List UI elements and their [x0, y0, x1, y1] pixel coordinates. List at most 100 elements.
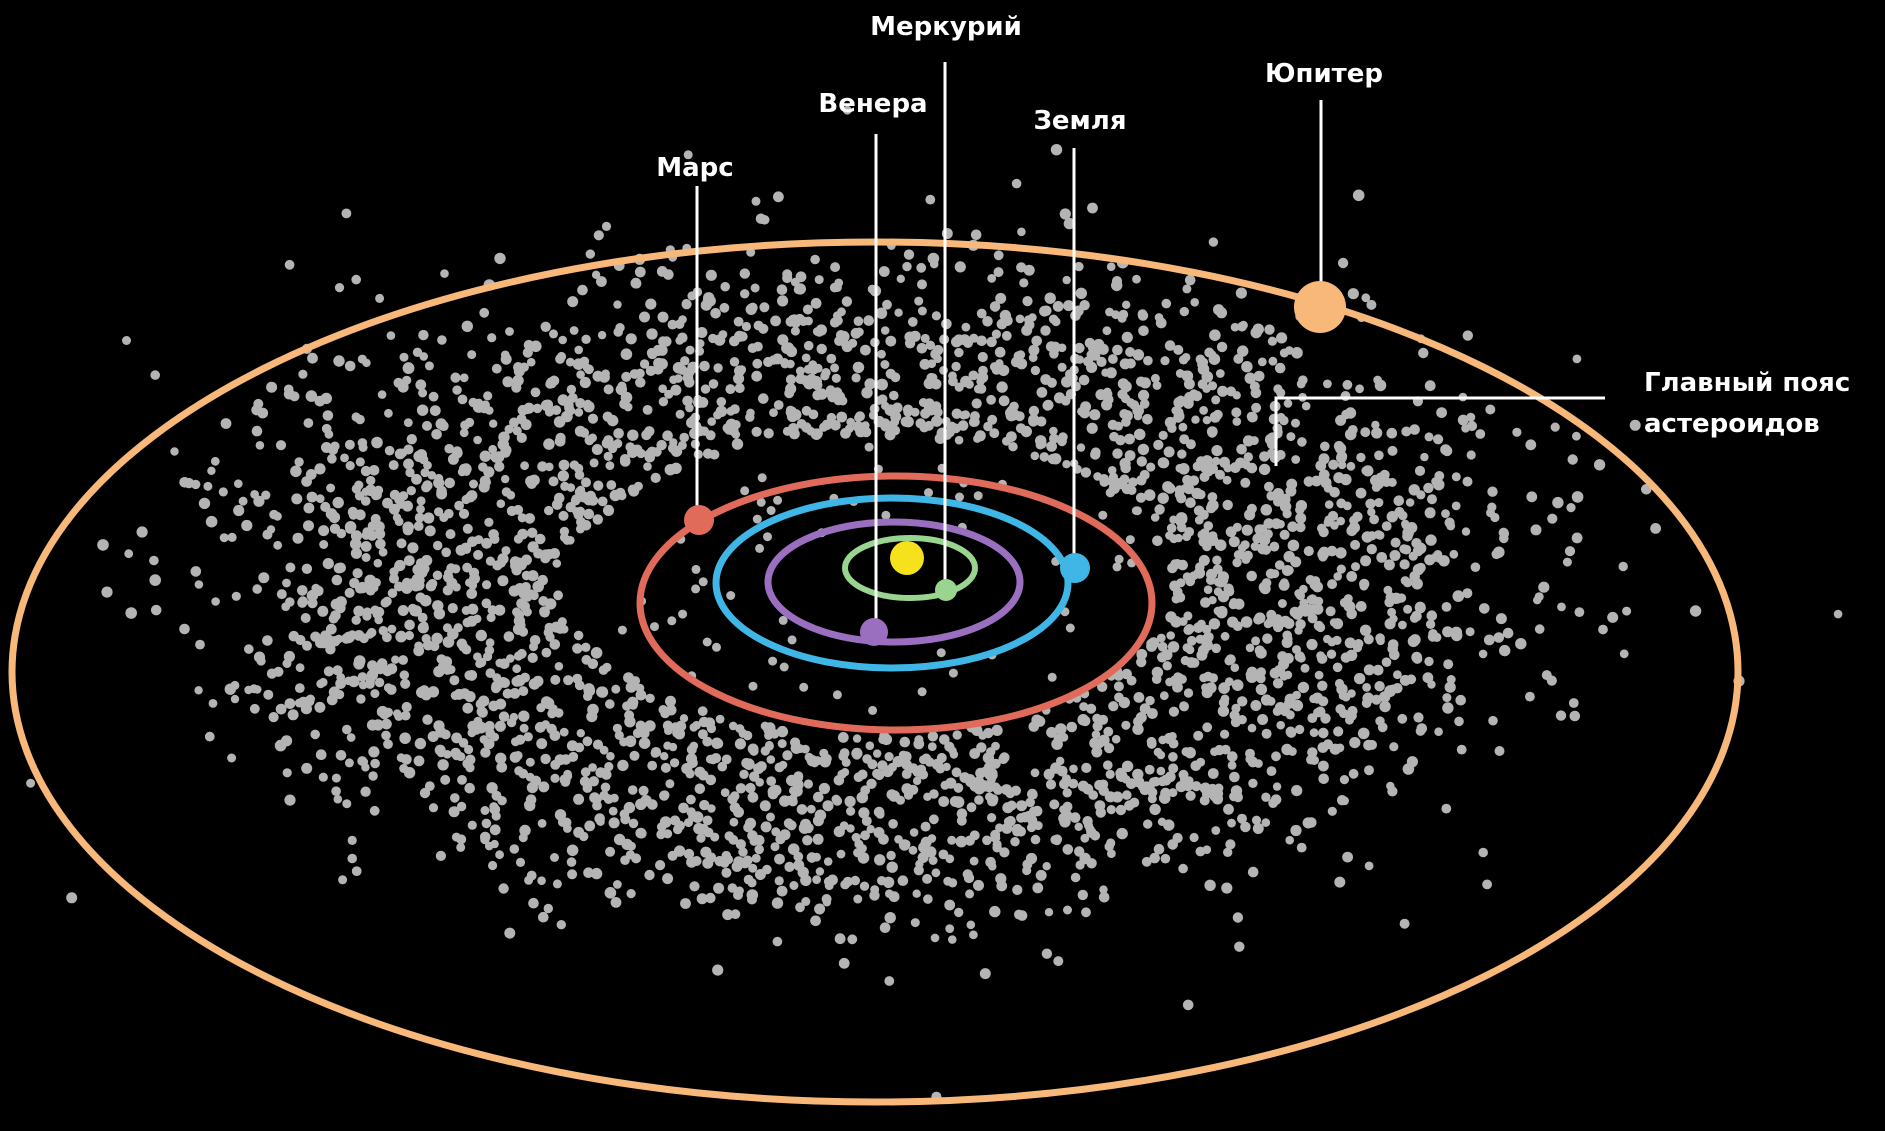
asteroid-dot — [1211, 445, 1223, 457]
asteroid-dot — [224, 683, 236, 695]
asteroid-dot — [266, 381, 278, 393]
asteroid-dot — [251, 425, 263, 437]
asteroid-dot — [720, 282, 730, 292]
asteroid-dot — [751, 853, 761, 863]
asteroid-dot — [1283, 634, 1293, 644]
asteroid-dot — [1339, 775, 1349, 785]
asteroid-dot — [563, 675, 574, 686]
asteroid-dot — [1455, 694, 1466, 706]
asteroid-dot — [1572, 354, 1582, 364]
asteroid-dot — [208, 699, 218, 708]
asteroid-dot — [1166, 631, 1175, 640]
asteroid-dot — [1126, 398, 1135, 407]
asteroid-dot — [414, 737, 427, 750]
asteroid-dot — [951, 767, 962, 778]
asteroid-dot — [725, 384, 736, 395]
asteroid-dot — [335, 596, 347, 608]
asteroid-dot — [1182, 572, 1192, 582]
asteroid-dot — [796, 804, 808, 815]
asteroid-dot — [1311, 475, 1322, 487]
asteroid-dot — [333, 794, 343, 804]
asteroid-dot — [913, 738, 925, 750]
asteroid-dot — [824, 857, 833, 866]
asteroid-dot — [1449, 549, 1459, 559]
asteroid-dot — [513, 504, 524, 515]
asteroid-dot — [854, 327, 864, 337]
asteroid-dot — [758, 393, 769, 404]
asteroid-dot — [534, 533, 546, 545]
asteroid-dot — [574, 408, 584, 417]
asteroid-dot — [579, 356, 590, 367]
asteroid-dot — [1055, 723, 1067, 735]
asteroid-dot — [1097, 681, 1108, 692]
asteroid-dot — [1157, 457, 1169, 469]
asteroid-dot — [1274, 362, 1286, 374]
asteroid-dot — [1280, 706, 1291, 717]
asteroid-dot — [1247, 866, 1259, 878]
asteroid-dot — [1096, 356, 1107, 367]
asteroid-dot — [1063, 905, 1072, 915]
asteroid-dot — [1502, 627, 1514, 639]
asteroid-dot — [1119, 409, 1130, 419]
asteroid-dot — [664, 464, 676, 476]
asteroid-dot — [588, 776, 599, 787]
asteroid-dot — [992, 839, 1002, 850]
asteroid-dot — [1567, 454, 1578, 465]
asteroid-dot — [593, 230, 604, 241]
asteroid-dot — [601, 438, 613, 449]
asteroid-dot — [233, 504, 245, 517]
asteroid-dot — [1406, 522, 1418, 534]
asteroid-dot — [1078, 374, 1090, 386]
asteroid-dot — [1225, 839, 1236, 850]
asteroid-dot — [543, 903, 553, 914]
asteroid-dot — [925, 340, 936, 350]
asteroid-dot — [481, 400, 490, 410]
asteroid-dot — [1183, 398, 1194, 409]
asteroid-dot — [344, 439, 355, 450]
asteroid-dot — [468, 567, 480, 578]
asteroid-dot — [760, 821, 772, 833]
asteroid-dot — [1286, 432, 1296, 442]
asteroid-dot — [592, 800, 602, 811]
asteroid-dot — [400, 678, 411, 689]
asteroid-dot — [1381, 521, 1392, 531]
asteroid-dot — [917, 687, 927, 697]
asteroid-dot — [1243, 452, 1254, 462]
asteroid-dot — [1465, 627, 1475, 637]
asteroid-dot — [729, 802, 741, 813]
asteroid-dot — [449, 675, 460, 686]
asteroid-dot — [1346, 571, 1358, 582]
asteroid-dot — [1318, 773, 1329, 785]
asteroid-dot — [1483, 634, 1495, 646]
asteroid-dot — [327, 454, 337, 464]
asteroid-dot — [1166, 523, 1177, 533]
asteroid-dot — [1303, 476, 1315, 487]
asteroid-dot — [1260, 504, 1273, 516]
asteroid-dot — [460, 420, 470, 431]
asteroid-dot — [515, 559, 527, 571]
asteroid-dot — [1362, 465, 1374, 477]
asteroid-dot — [897, 875, 909, 886]
asteroid-dot — [1019, 278, 1029, 288]
asteroid-dot — [752, 514, 762, 524]
asteroid-dot — [1266, 491, 1276, 501]
asteroid-dot — [301, 563, 313, 574]
asteroid-dot — [528, 678, 541, 690]
asteroid-dot — [776, 725, 789, 738]
asteroid-dot — [335, 678, 346, 689]
asteroid-dot — [1040, 374, 1052, 385]
asteroid-dot — [1189, 657, 1200, 668]
asteroid-dot — [1357, 727, 1370, 740]
asteroid-dot — [433, 540, 443, 551]
asteroid-dot — [464, 691, 476, 703]
asteroid-dot — [1193, 730, 1204, 741]
mercury-planet — [935, 579, 957, 601]
asteroid-dot — [735, 839, 746, 850]
asteroid-dot — [727, 883, 738, 893]
asteroid-dot — [1079, 300, 1090, 311]
asteroid-dot — [973, 776, 985, 788]
venus-label: Венера — [818, 89, 927, 119]
asteroid-dot — [801, 422, 812, 433]
asteroid-dot — [786, 820, 797, 831]
asteroid-dot — [683, 150, 693, 160]
